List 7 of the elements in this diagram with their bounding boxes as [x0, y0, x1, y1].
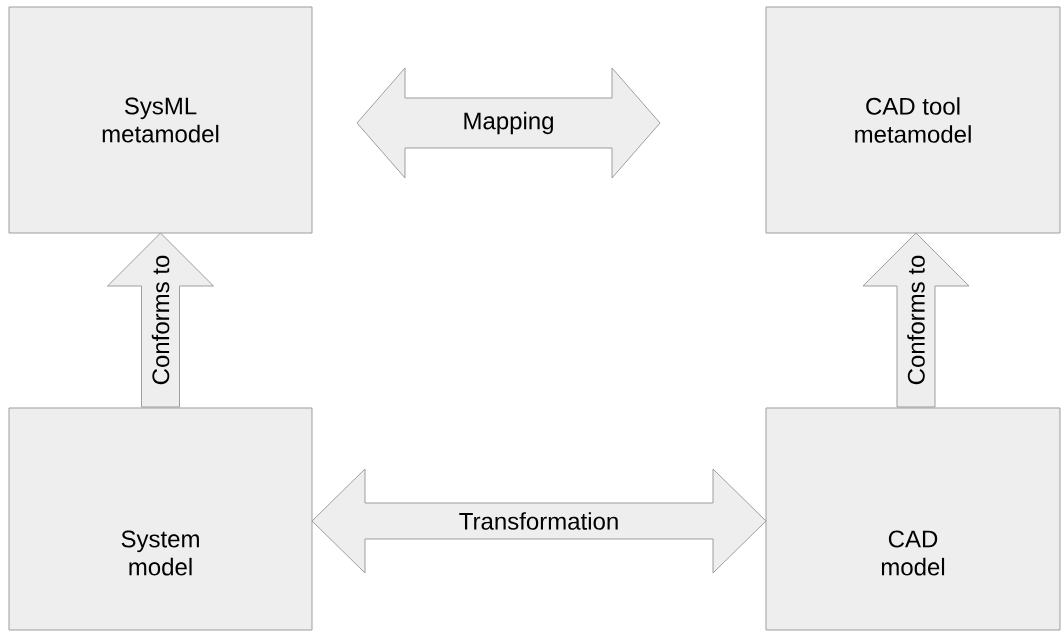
- model-box: SysML metamodel: [8, 6, 313, 234]
- model-box: System model: [8, 407, 313, 631]
- edge-label: Transformation: [457, 511, 621, 531]
- edge-label: Conforms to: [906, 253, 926, 387]
- edge-label: Mapping: [461, 110, 556, 136]
- model-box: CAD tool metamodel: [765, 6, 1061, 234]
- model-box: CAD model: [765, 407, 1061, 631]
